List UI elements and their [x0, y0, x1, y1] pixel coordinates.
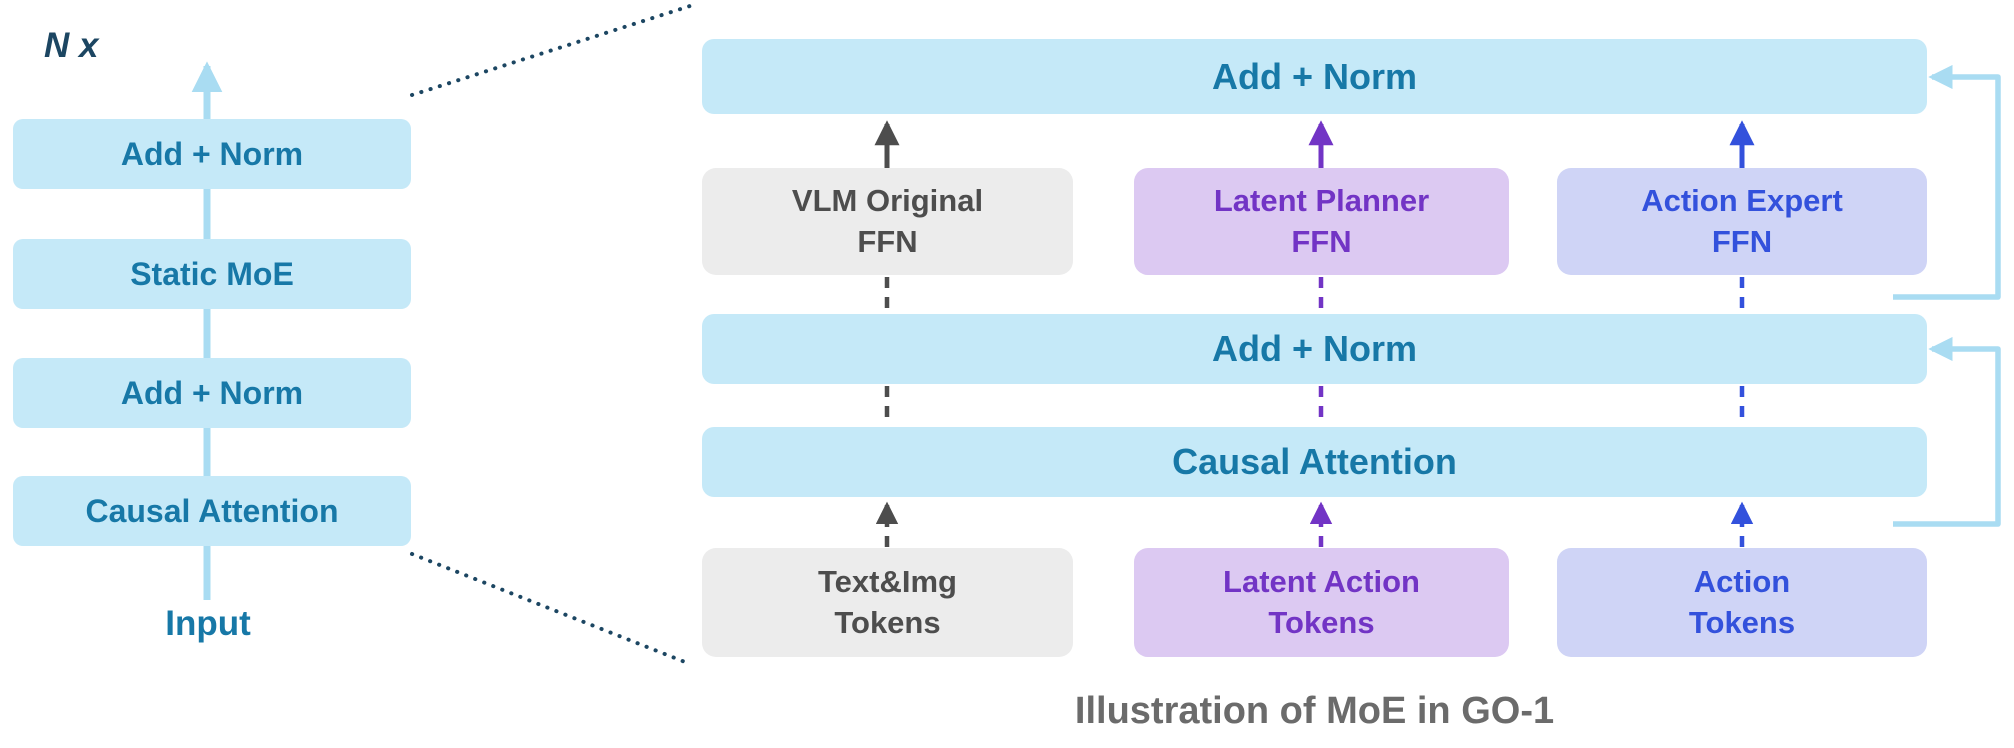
- left-block-add-norm-bottom: Add + Norm: [13, 358, 411, 428]
- left-block-static-moe: Static MoE: [13, 239, 411, 309]
- left-block-add-norm-top: Add + Norm: [13, 119, 411, 189]
- token-box-text-img: Text&Img Tokens: [702, 548, 1073, 657]
- input-label: Input: [165, 604, 251, 643]
- repeat-count-label: N x: [44, 26, 99, 65]
- causal-attention-bar: Causal Attention: [702, 427, 1927, 497]
- top-add-norm-bar: Add + Norm: [702, 39, 1927, 114]
- token-box-latent-action: Latent Action Tokens: [1134, 548, 1509, 657]
- token-box-action: Action Tokens: [1557, 548, 1927, 657]
- mid-add-norm-bar: Add + Norm: [702, 314, 1927, 384]
- left-block-causal-attention: Causal Attention: [13, 476, 411, 546]
- ffn-box-action-expert: Action Expert FFN: [1557, 168, 1927, 275]
- ffn-box-vlm-original: VLM Original FFN: [702, 168, 1073, 275]
- ffn-box-latent-planner: Latent Planner FFN: [1134, 168, 1509, 275]
- diagram-caption: Illustration of MoE in GO-1: [1074, 690, 1555, 732]
